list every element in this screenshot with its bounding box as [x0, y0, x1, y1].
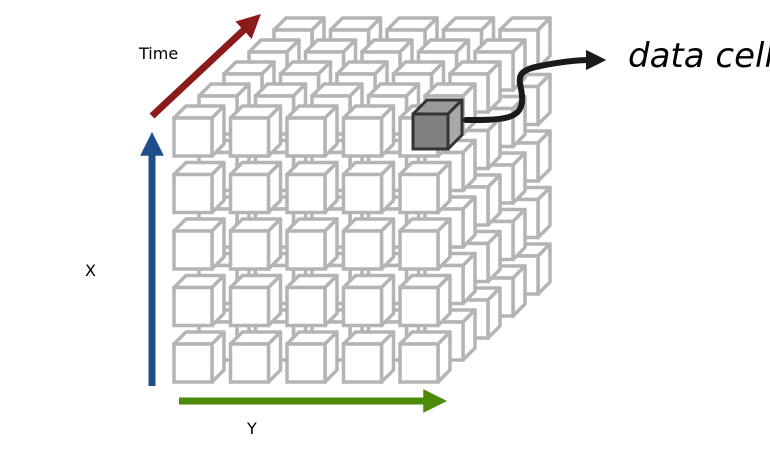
data-cell	[172, 273, 226, 328]
data-cell	[285, 104, 339, 158]
data-cell	[172, 104, 226, 158]
data-cell	[172, 217, 226, 271]
data-cell	[228, 160, 283, 215]
data-cell	[341, 104, 396, 158]
data-cell	[341, 160, 396, 215]
data-cell	[285, 273, 339, 328]
data-cell	[285, 330, 339, 384]
data-cell	[172, 160, 226, 215]
data-cell	[398, 273, 452, 328]
data-cell	[228, 273, 283, 328]
data-cell	[341, 330, 396, 384]
data-cell	[172, 330, 226, 384]
data-cell	[228, 104, 283, 158]
data-cell-label: data cell	[628, 36, 770, 76]
data-cell	[341, 273, 396, 328]
data-cell	[285, 217, 339, 271]
highlighted-data-cell	[411, 98, 464, 151]
data-cell	[341, 217, 396, 271]
data-cell	[398, 330, 452, 384]
cube-grid	[172, 16, 552, 384]
callout-arrow-group	[463, 49, 607, 123]
time-axis-label: Time	[139, 44, 179, 63]
y-axis-label: Y	[247, 419, 257, 438]
data-cell	[228, 330, 283, 384]
callout-arrow	[463, 49, 607, 123]
time-axis-arrow	[149, 13, 261, 119]
data-cell	[285, 160, 339, 215]
data-cell	[228, 217, 283, 271]
x-axis-label: X	[85, 261, 96, 280]
data-cell	[398, 160, 452, 215]
data-cell	[398, 217, 452, 271]
axes-arrows	[140, 13, 448, 413]
